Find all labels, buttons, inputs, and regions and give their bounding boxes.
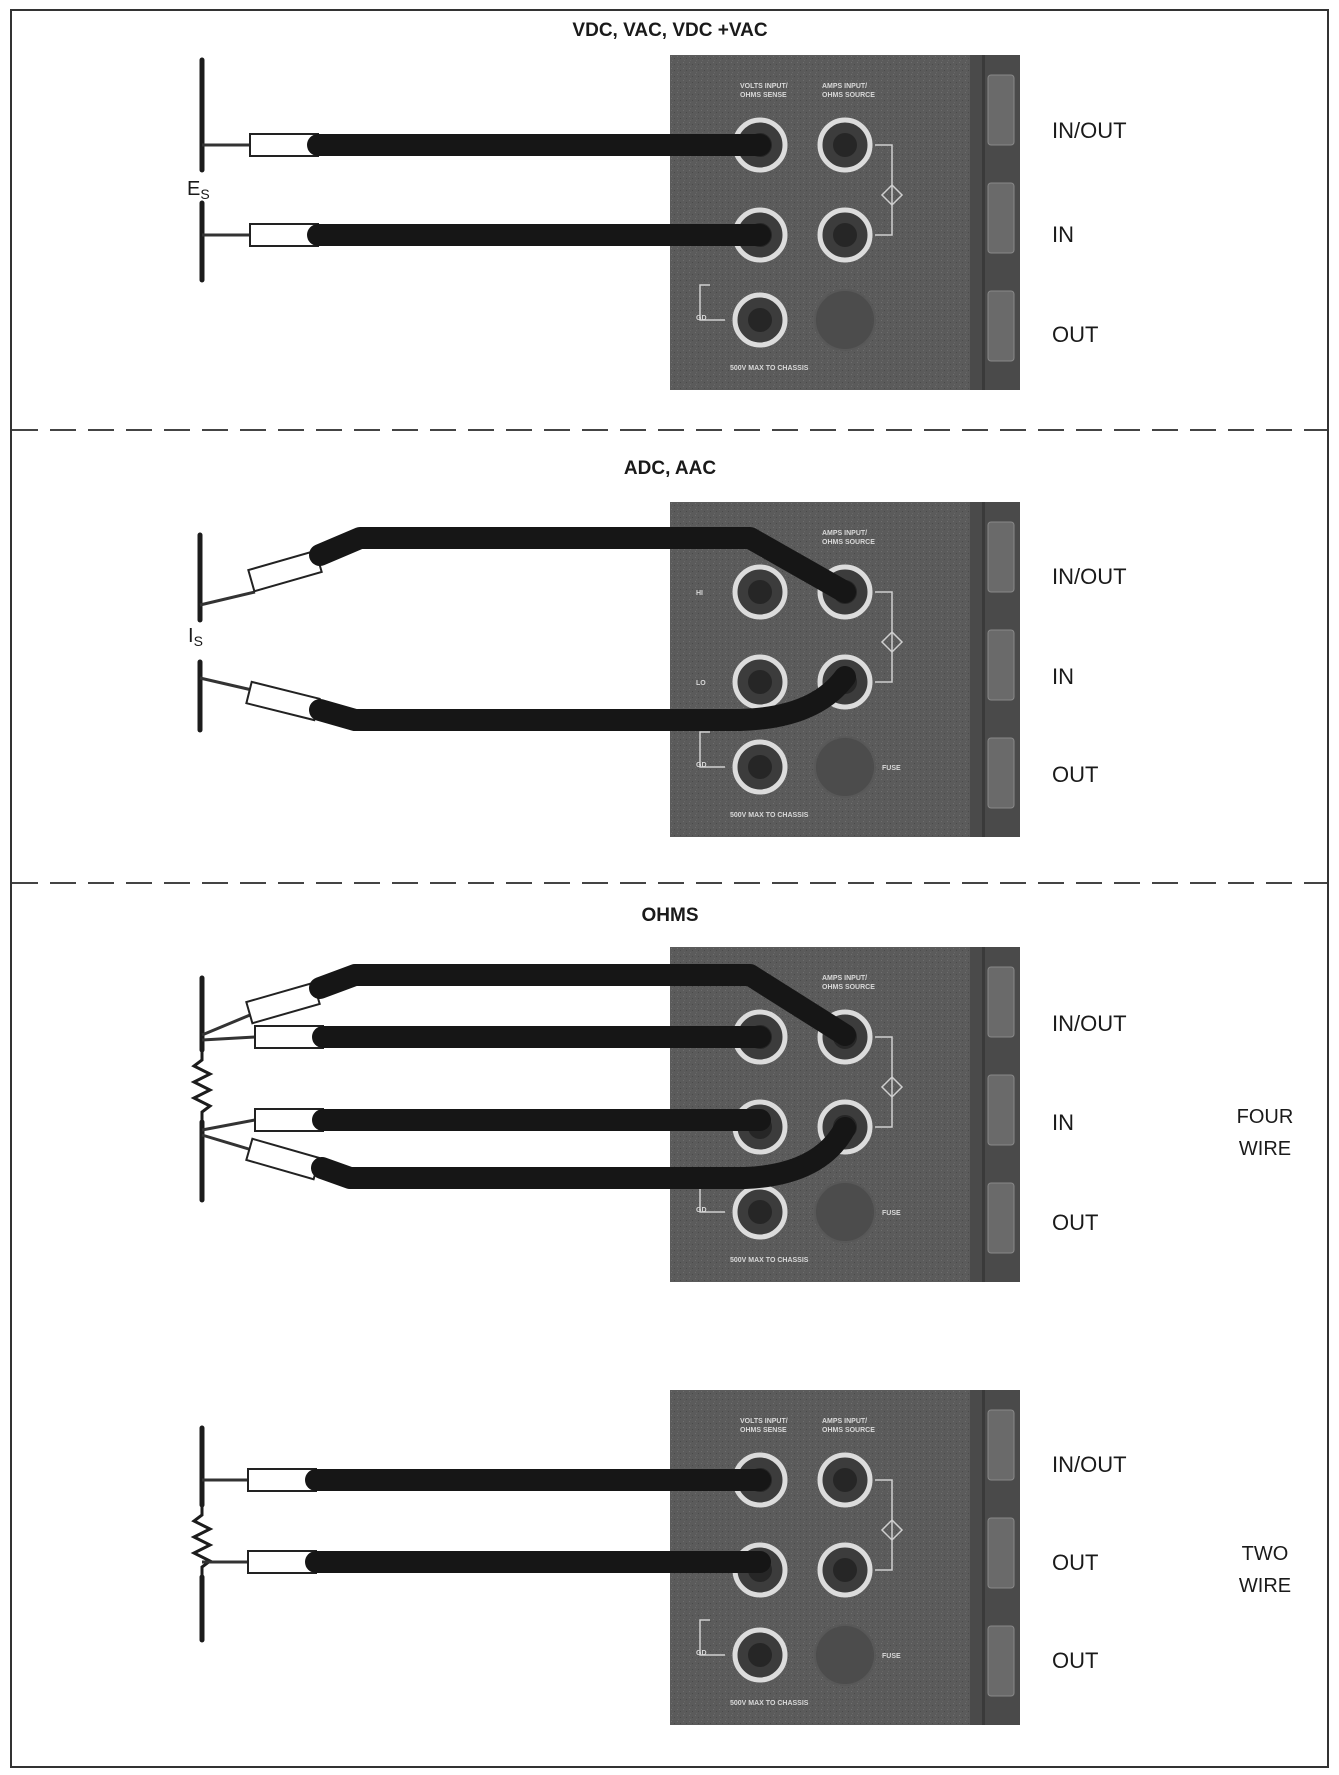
four-wire-label: FOUR <box>1237 1106 1294 1128</box>
test-lead <box>199 666 856 731</box>
panel-label: GD <box>696 1650 707 1657</box>
terminal-label: IN <box>1052 664 1074 689</box>
terminal-panel: VOLTS INPUT/ OHMS SENSE AMPS INPUT/ OHMS… <box>670 55 1020 390</box>
outer-frame <box>10 9 1329 1768</box>
panel-label: 500V MAX TO CHASSIS <box>730 1257 809 1264</box>
panel-label: GD <box>696 762 707 769</box>
terminal-panel: AMPS INPUT/ OHMS SOURCE GD 500V MAX TO C… <box>670 947 1020 1282</box>
panel-label: 500V MAX TO CHASSIS <box>730 812 809 819</box>
panel-label: VOLTS INPUT/ <box>740 1418 788 1425</box>
test-lead <box>201 1117 856 1189</box>
test-lead <box>202 223 771 247</box>
panel-label: AMPS INPUT/ <box>822 975 867 982</box>
terminal-panel: AMPS INPUT/ OHMS SOURCE HI LO GD 500V MA… <box>670 502 1020 837</box>
panel-label: HI <box>696 590 703 597</box>
panel-label: OHMS SOURCE <box>822 539 875 546</box>
test-lead <box>202 133 771 157</box>
section-title: VDC, VAC, VDC +VAC <box>572 20 767 41</box>
section-voltage: VDC, VAC, VDC +VAC VOLTS INPUT/ OHMS SEN… <box>187 20 1127 390</box>
panel-label: OHMS SENSE <box>740 92 787 99</box>
panel-label: OHMS SOURCE <box>822 984 875 991</box>
terminal-label: OUT <box>1052 762 1098 787</box>
section-title: OHMS <box>642 905 699 926</box>
terminal-label: IN/OUT <box>1052 1452 1127 1477</box>
panel-label: FUSE <box>882 1210 901 1217</box>
panel-label: GD <box>696 315 707 322</box>
test-lead <box>201 1025 771 1049</box>
panel-label: AMPS INPUT/ <box>822 83 867 90</box>
terminal-label: IN/OUT <box>1052 1011 1127 1036</box>
panel-label: OHMS SOURCE <box>822 92 875 99</box>
panel-label: OHMS SENSE <box>740 1427 787 1434</box>
test-lead <box>201 964 856 1046</box>
source-label: IS <box>188 625 203 649</box>
terminal-label: OUT <box>1052 1210 1098 1235</box>
panel-label: FUSE <box>882 1653 901 1660</box>
terminal-label: IN/OUT <box>1052 118 1127 143</box>
two-wire-diagram: VOLTS INPUT/ OHMS SENSE AMPS INPUT/ OHMS… <box>192 1390 1291 1725</box>
terminal-label: OUT <box>1052 1550 1098 1575</box>
source-label: ES <box>187 178 210 202</box>
resistor-symbol <box>192 1048 212 1124</box>
panel-label: 500V MAX TO CHASSIS <box>730 1700 809 1707</box>
panel-label: AMPS INPUT/ <box>822 530 867 537</box>
terminal-label: IN/OUT <box>1052 564 1127 589</box>
test-lead <box>199 527 856 607</box>
test-lead <box>202 1468 771 1492</box>
terminal-panel: VOLTS INPUT/ OHMS SENSE AMPS INPUT/ OHMS… <box>670 1390 1020 1725</box>
test-lead <box>201 1108 771 1132</box>
panel-label: FUSE <box>882 765 901 772</box>
four-wire-diagram: AMPS INPUT/ OHMS SOURCE GD 500V MAX TO C… <box>192 947 1294 1282</box>
terminal-label: OUT <box>1052 1648 1098 1673</box>
section-ohms: OHMS AMPS INPUT/ OHMS SOURCE GD 500V MAX… <box>192 905 1294 1725</box>
resistor-symbol <box>192 1503 212 1579</box>
panel-label: 500V MAX TO CHASSIS <box>730 365 809 372</box>
two-wire-label: TWO <box>1242 1543 1289 1565</box>
panel-label: LO <box>696 680 706 687</box>
panel-label: VOLTS INPUT/ <box>740 83 788 90</box>
two-wire-label: WIRE <box>1239 1575 1291 1597</box>
test-lead <box>202 1550 771 1574</box>
terminal-label: OUT <box>1052 322 1098 347</box>
panel-label: OHMS SOURCE <box>822 1427 875 1434</box>
terminal-label: IN <box>1052 1110 1074 1135</box>
terminal-label: IN <box>1052 222 1074 247</box>
panel-label: GD <box>696 1207 707 1214</box>
four-wire-label: WIRE <box>1239 1138 1291 1160</box>
panel-label: AMPS INPUT/ <box>822 1418 867 1425</box>
section-current: ADC, AAC AMPS INPUT/ OHMS SOURCE HI LO G… <box>188 458 1127 837</box>
section-title: ADC, AAC <box>624 458 716 479</box>
